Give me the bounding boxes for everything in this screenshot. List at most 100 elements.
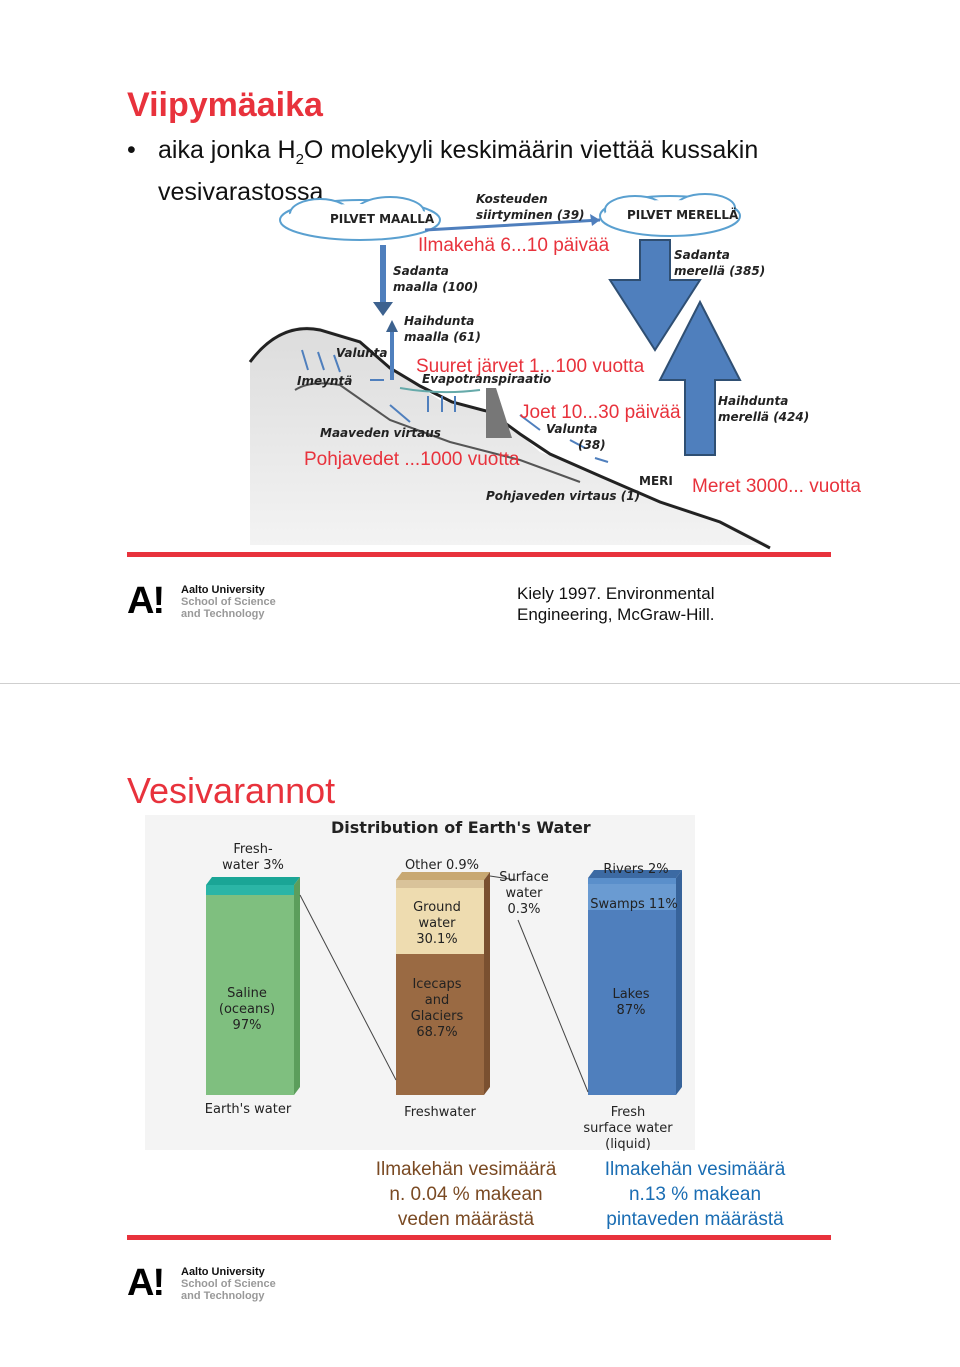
footer-divider-2: [127, 1235, 831, 1240]
page-separator: [0, 683, 960, 684]
col3-axis-line-1: Fresh: [610, 1105, 646, 1120]
aalto-logo-2: A! Aalto University School of Science an…: [127, 1262, 287, 1304]
col2-axis-label: Freshwater: [404, 1105, 476, 1120]
footer-divider: [127, 552, 831, 557]
slide-title: Vesivarannot: [127, 770, 336, 811]
aalto-logo: A! Aalto University School of Science an…: [127, 580, 287, 622]
col3-rivers-label: Rivers 2%: [603, 862, 669, 877]
label-infiltration: Imeyntä: [297, 374, 353, 388]
caption-atmosphere-freshwater: Ilmakehän vesimäärä n. 0.04 % makean ved…: [360, 1157, 572, 1232]
chart-title: Distribution of Earth's Water: [331, 818, 591, 837]
label-precip-land-2: maalla (100): [393, 280, 479, 294]
col2-ice-line-2: and: [424, 993, 450, 1008]
col3-lakes-label: Lakes 87%: [590, 987, 672, 1019]
label-precip-sea-1: Sadanta: [674, 248, 730, 262]
overlay-atmosphere: Ilmakehä 6...10 päivää: [418, 235, 610, 256]
label-runoff-38-1: Valunta: [546, 422, 598, 436]
logo-line-3: and Technology: [181, 1290, 265, 1302]
cloud-sea-icon: [599, 193, 741, 237]
caption-left-line-3: veden määrästä: [397, 1209, 535, 1230]
col1-main-line-2: (oceans): [218, 1002, 276, 1017]
logo-line-3: and Technology: [181, 608, 265, 620]
col1-freshwater-band: [206, 885, 294, 895]
col1-axis-label: Earth's water: [204, 1102, 292, 1117]
col1-freshwater-top: [206, 877, 300, 885]
caption-right-line-2: n.13 % makean: [628, 1184, 762, 1205]
overlay-rivers: Joet 10...30 päivää: [520, 402, 681, 423]
label-sea: MERI: [639, 474, 673, 488]
caption-atmosphere-surface-water: Ilmakehän vesimäärä n.13 % makean pintav…: [588, 1157, 802, 1232]
col3-rivers-band: [588, 878, 676, 884]
col2-ground-line-2: water: [418, 916, 456, 931]
col2-ground-line-3: 30.1%: [416, 932, 458, 947]
label-groundwater-flow-1: Pohjaveden virtaus (1): [486, 489, 641, 503]
col1-freshwater-label: Fresh- water 3%: [216, 842, 290, 874]
label-evapotranspiration: Evapotranspiraatio: [422, 372, 552, 386]
aalto-logo-mark: A!: [127, 580, 165, 622]
col2-ground-bar: [396, 888, 484, 954]
col2-ground-line-1: Ground: [413, 900, 461, 915]
overlay-lakes: Suuret järvet 1...100 vuotta: [416, 356, 645, 377]
label-moisture-2: siirtyminen (39): [476, 208, 585, 222]
citation: Kiely 1997. Environmental Engineering, M…: [517, 583, 715, 625]
logo-line-1: Aalto University: [181, 584, 265, 596]
label-groundwater-flow: Maaveden virtaus: [320, 426, 441, 440]
dam: [486, 388, 512, 438]
label-clouds-land: PILVET MAALLA: [330, 212, 435, 226]
col3-swamps-label: Swamps 11%: [590, 897, 678, 912]
caption-left-line-2: n. 0.04 % makean: [389, 1184, 543, 1205]
col1-main-line-1: Saline: [227, 986, 267, 1001]
label-precip-sea-2: merellä (385): [674, 264, 766, 278]
col3-swamps-band: [588, 884, 676, 910]
terrain-surface: [248, 327, 771, 550]
citation-line-2: Engineering, McGraw-Hill.: [517, 605, 715, 624]
label-evap-sea-2: merellä (424): [718, 410, 810, 424]
logo-line-1: Aalto University: [181, 1266, 265, 1278]
label-evap-land-1: Haihdunta: [404, 314, 475, 328]
col1-main-line-3: 97%: [232, 1018, 262, 1033]
label-moisture-1: Kosteuden: [476, 192, 548, 206]
label-evap-sea-1: Haihdunta: [718, 394, 789, 408]
col2-ice-bar: [396, 954, 484, 1095]
overlay-groundwater: Pohjavedet ...1000 vuotta: [304, 449, 520, 470]
col3-lakes-line-2: 87%: [616, 1003, 646, 1018]
water-distribution-chart: [145, 815, 695, 1150]
slide-title: Viipymäaika: [127, 86, 323, 124]
label-clouds-sea: PILVET MERELLÄ: [627, 208, 739, 222]
logo-line-2: School of Science: [181, 1278, 276, 1290]
col2-ice-line-3: Glaciers: [410, 1009, 464, 1024]
label-runoff-38-2: (38): [578, 438, 606, 452]
col2-surface-line-1: Surface: [499, 870, 549, 885]
col1-top-line-2: water 3%: [222, 858, 284, 873]
col3-axis-line-2: surface water: [583, 1121, 673, 1136]
evaporation-sea-arrow: [658, 299, 742, 456]
bullet-text: aika jonka H2O molekyyli keskimäärin vie…: [158, 136, 759, 206]
col3-axis-label: Fresh surface water (liquid): [576, 1105, 680, 1153]
col2-ice-label: Icecaps and Glaciers 68.7%: [396, 977, 478, 1041]
col2-other-band: [396, 880, 484, 888]
col1-saline-bar: [206, 895, 294, 1095]
col2-ice-line-1: Icecaps: [412, 977, 462, 992]
overlay-seas: Meret 3000... vuotta: [692, 476, 861, 497]
aalto-logo-mark: A!: [127, 1262, 165, 1304]
label-precip-land-1: Sadanta: [393, 264, 449, 278]
label-runoff: Valunta: [336, 346, 388, 360]
col2-ice-line-4: 68.7%: [416, 1025, 458, 1040]
col3-lakes-bar: [588, 910, 676, 1095]
col1-top-line-1: Fresh-: [233, 842, 273, 857]
col1-saline-label: Saline (oceans) 97%: [210, 986, 284, 1034]
citation-line-1: Kiely 1997. Environmental: [517, 584, 715, 603]
col2-ground-label: Ground water 30.1%: [396, 900, 478, 948]
col3-axis-line-3: (liquid): [605, 1137, 651, 1152]
col2-surface-label: Surface water 0.3%: [494, 870, 554, 918]
label-evap-land-2: maalla (61): [404, 330, 481, 344]
precipitation-sea-arrow: [608, 239, 702, 352]
col2-surface-line-3: 0.3%: [507, 902, 541, 917]
col2-surface-line-2: water: [505, 886, 543, 901]
caption-right-line-3: pintaveden määrästä: [606, 1209, 784, 1230]
logo-line-2: School of Science: [181, 596, 276, 608]
bullet-dot: •: [127, 136, 136, 164]
col3-lakes-line-1: Lakes: [612, 987, 650, 1002]
water-cycle-diagram: [248, 193, 771, 550]
caption-left-line-1: Ilmakehän vesimäärä: [375, 1159, 557, 1180]
